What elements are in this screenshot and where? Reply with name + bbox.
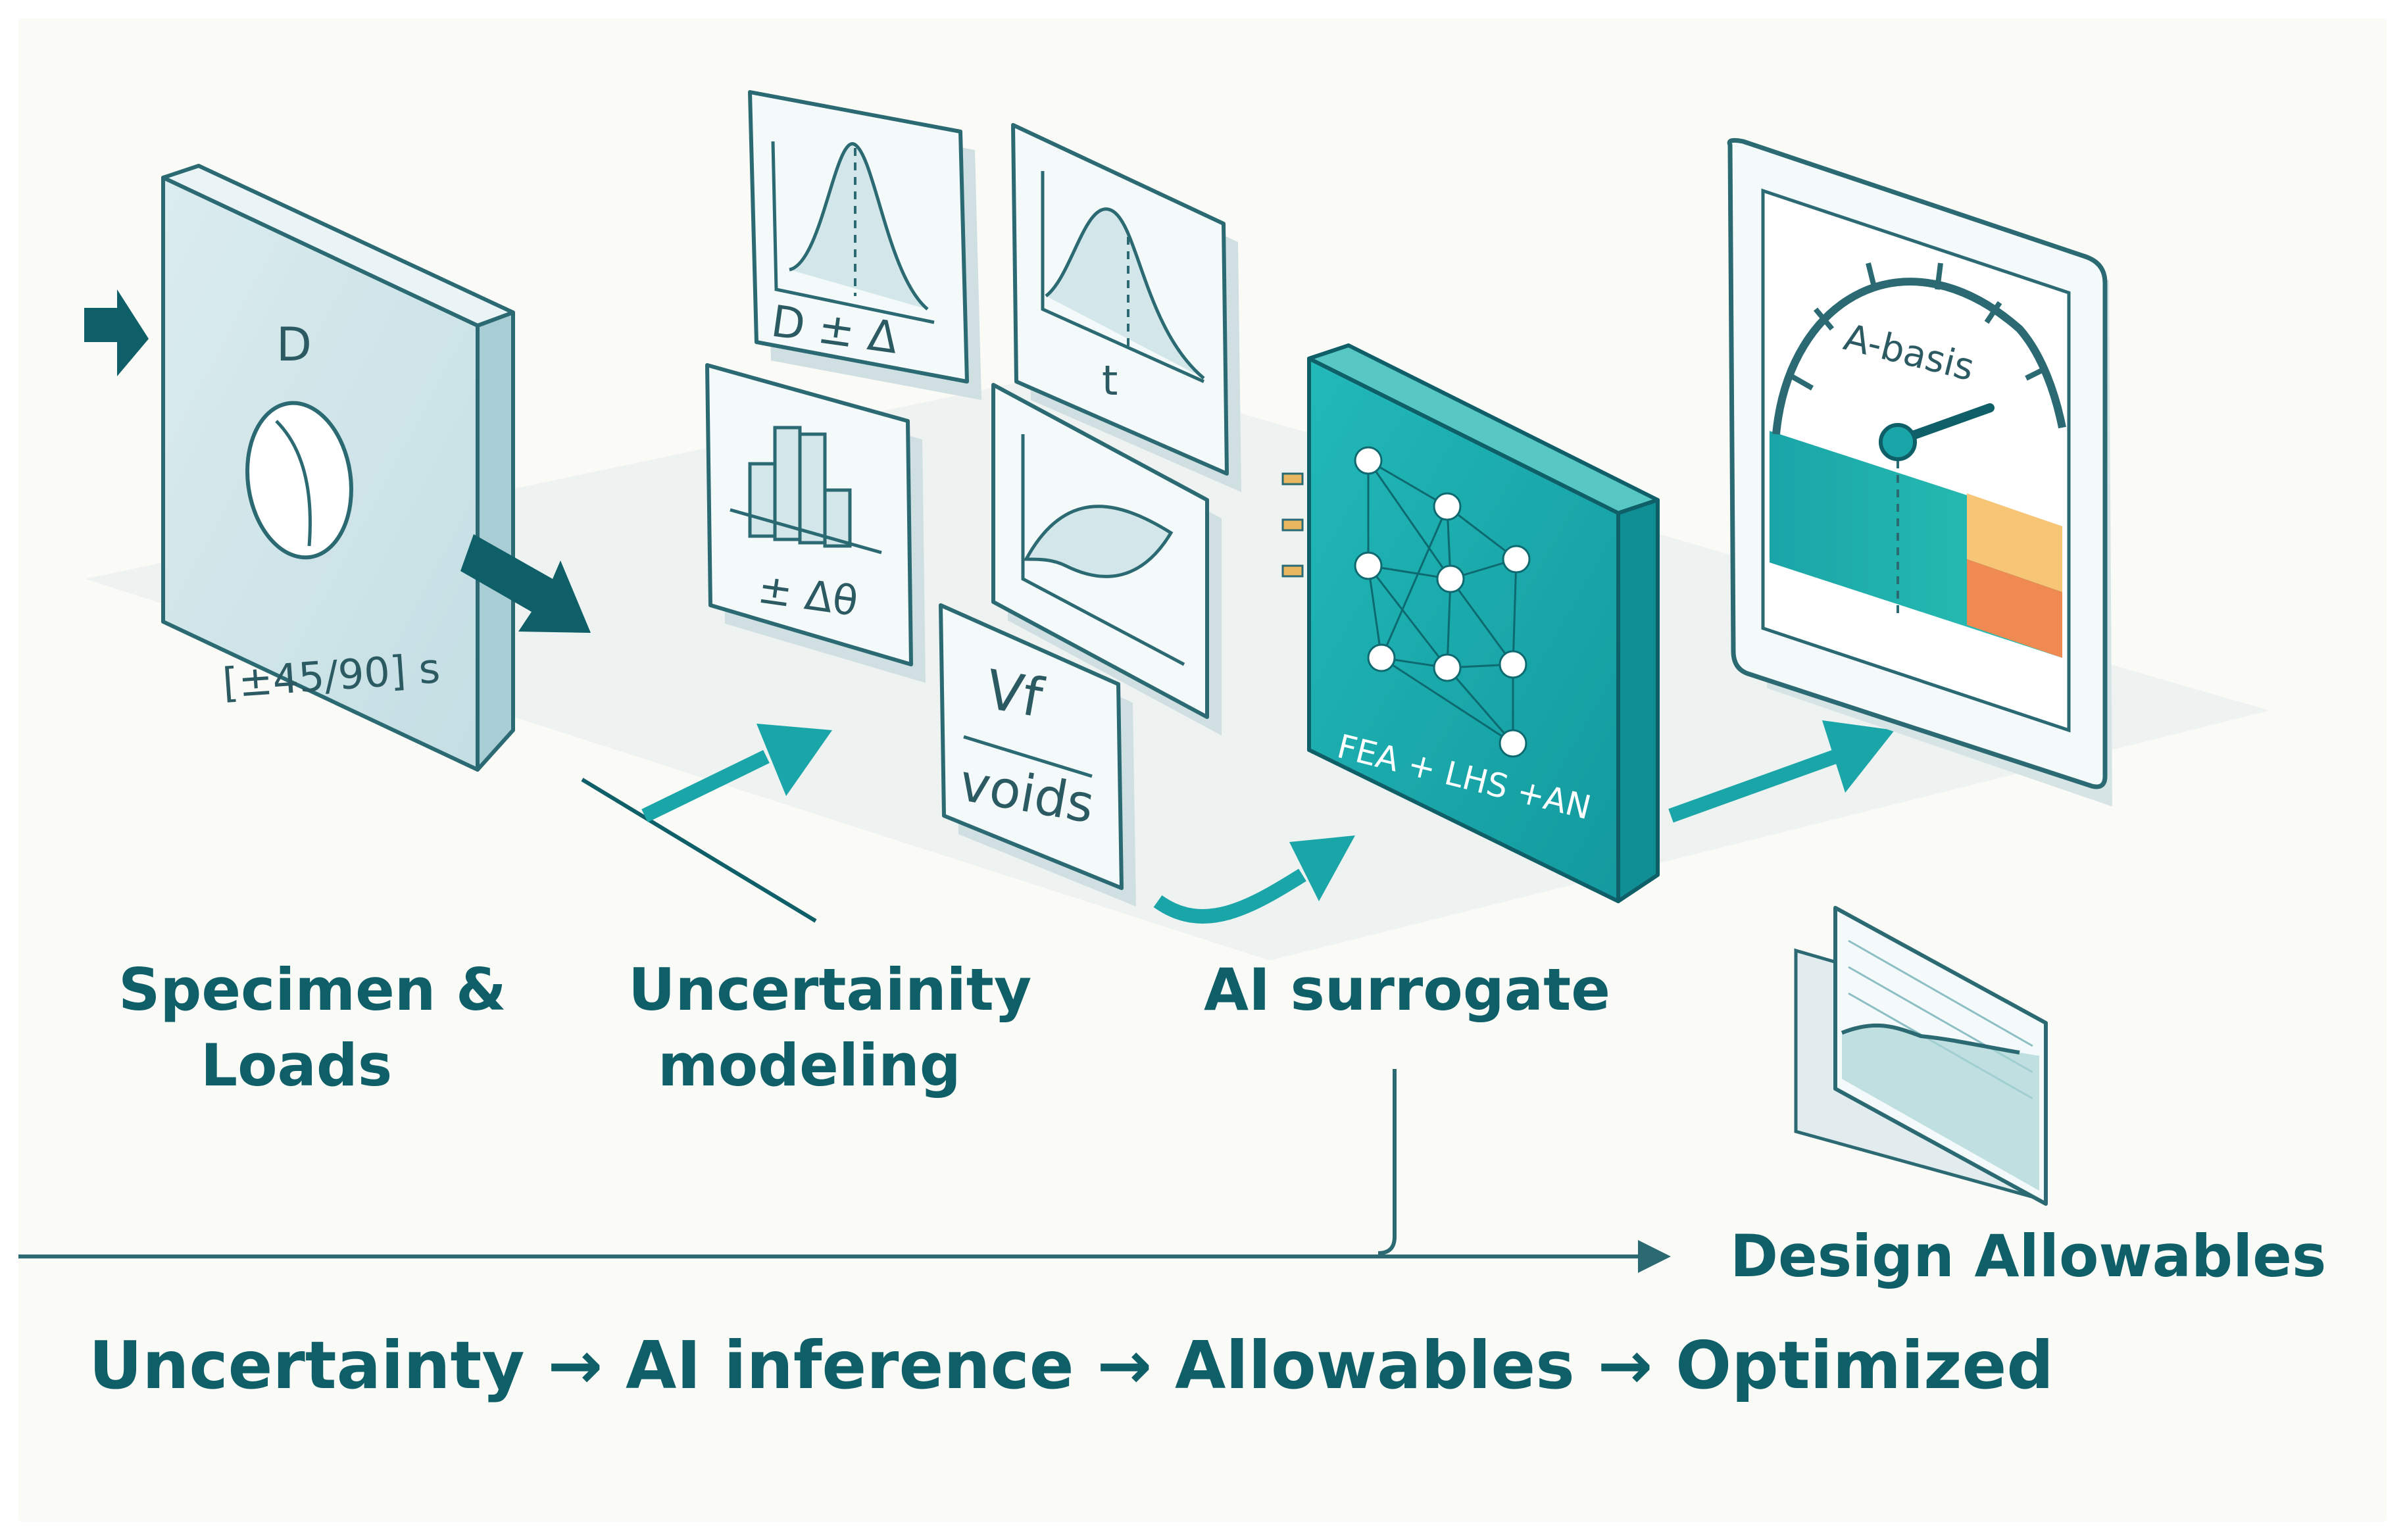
specimen-hole xyxy=(245,401,353,560)
card-vf-voids: Vf voids xyxy=(939,603,1136,907)
allowables-chart-card xyxy=(1794,906,2048,1206)
connector-line-1 xyxy=(581,778,817,923)
flow-arrow-1-head xyxy=(756,724,832,796)
card-response-curve xyxy=(991,383,1222,735)
card-thickness-distribution: t xyxy=(1011,123,1241,492)
stage-uncertainty-line1: Uncertainity xyxy=(628,956,1031,1024)
load-arrow-out xyxy=(460,534,591,633)
a-basis-gauge: A-basis xyxy=(1727,137,2112,807)
stage-specimen-line2: Loads xyxy=(201,1031,392,1099)
ai-surrogate-chip: FEA + LHS +AN xyxy=(1281,343,1660,903)
stage-allowables-label: Design Allowables xyxy=(1730,1222,2326,1290)
card-diameter-distribution: D ± Δ xyxy=(748,90,981,400)
hole-diameter-label: D xyxy=(276,318,312,372)
card-angle-histogram: ± Δθ xyxy=(705,363,926,683)
stage-specimen-line1: Specimen & xyxy=(118,956,507,1024)
surrogate-drop-line xyxy=(1377,1069,1397,1255)
flow-arrow-2-shaft xyxy=(1153,868,1306,924)
stage-surrogate-label: AI surrogate xyxy=(1204,956,1610,1024)
card-vf-text: Vf xyxy=(981,658,1049,730)
timeline-arrowhead xyxy=(1638,1240,1671,1273)
card-thickness-text: t xyxy=(1102,357,1118,405)
pipeline-caption: Uncertainty → AI inference → Allowables … xyxy=(89,1327,2054,1404)
specimen-block: D [±45/90] s xyxy=(161,164,515,772)
flow-arrow-2-head xyxy=(1289,835,1355,901)
flow-arrow-3-head xyxy=(1822,720,1895,793)
flow-arrow-1-shaft xyxy=(641,750,770,822)
flow-arrow-3-shaft xyxy=(1668,749,1838,823)
load-arrow-in xyxy=(84,289,149,376)
stage-uncertainty-line2: modeling xyxy=(658,1031,961,1099)
